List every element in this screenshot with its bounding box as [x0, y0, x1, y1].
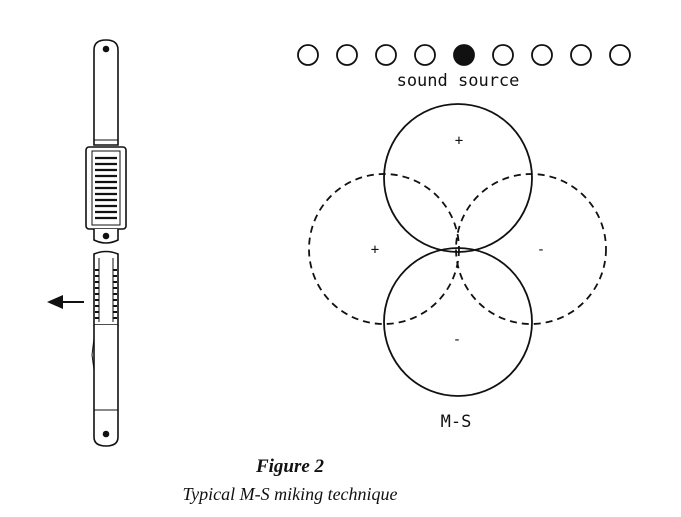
polarity-left: +: [371, 242, 379, 258]
sound-source-dot-active: [453, 44, 475, 66]
sound-source-row: [297, 44, 631, 66]
arrow-left-icon: [47, 295, 84, 309]
mid-front-lobe: [383, 103, 533, 253]
mid-back-lobe: [383, 247, 533, 397]
sound-source-dot: [609, 44, 631, 66]
sound-source-dot: [531, 44, 553, 66]
microphone-illustration: [85, 39, 127, 447]
sound-source-dot: [336, 44, 358, 66]
sound-source-dot: [570, 44, 592, 66]
polar-pattern-diagram: [308, 103, 607, 397]
sound-source-dot: [492, 44, 514, 66]
mic-upper-body: [85, 39, 127, 244]
sound-source-label: sound source: [397, 71, 520, 91]
side-right-lobe: [455, 173, 607, 325]
mic-lower-body: [91, 250, 119, 447]
sound-source-dot: [414, 44, 436, 66]
polarity-back: -: [453, 332, 461, 348]
sound-source-dot: [297, 44, 319, 66]
sound-source-dot: [375, 44, 397, 66]
figure-caption: Typical M-S miking technique: [182, 484, 398, 504]
polarity-right: -: [537, 242, 545, 258]
polarity-front: +: [455, 133, 463, 149]
figure-title: Figure 2: [255, 456, 325, 477]
pattern-label: M-S: [441, 412, 472, 432]
